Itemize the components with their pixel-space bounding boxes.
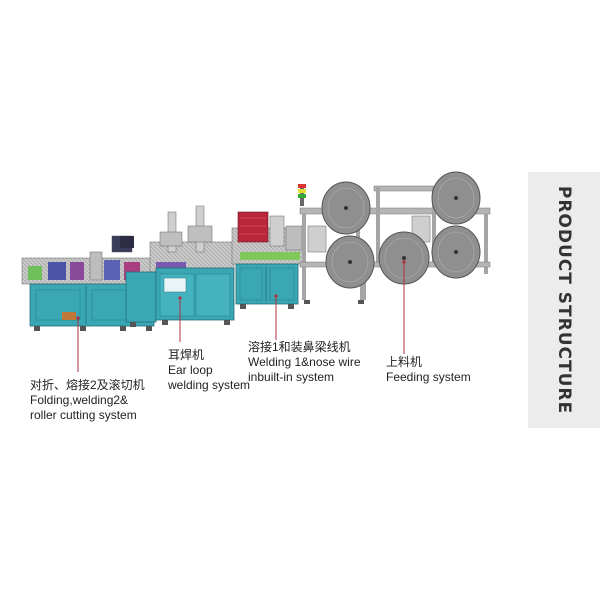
feeding-system-machine [298, 171, 491, 304]
pointer-dot [274, 294, 278, 298]
pointer-dot [76, 316, 80, 320]
side-banner [528, 172, 600, 428]
label-folding: 对折、熔接2及滚切机 Folding,welding2& roller cutt… [30, 378, 145, 423]
label-welding1: 溶接1和装鼻梁线机 Welding 1&nose wire inbuilt-in… [248, 340, 361, 385]
label-feeding-en-1: Feeding system [386, 370, 471, 384]
label-folding-en-2: roller cutting system [30, 408, 137, 422]
label-folding-en-1: Folding,welding2& [30, 393, 129, 407]
material-roll [431, 225, 481, 279]
pointer-dot [402, 260, 406, 264]
welding-nose-wire-machine [231, 211, 305, 309]
label-earloop-zh: 耳焊机 [168, 348, 205, 362]
pointer-lines [77, 262, 405, 372]
pointer-dot [178, 296, 182, 300]
label-feeding: 上料机 Feeding system [386, 355, 471, 385]
label-welding1-zh: 溶接1和装鼻梁线机 [248, 340, 351, 354]
label-feeding-zh: 上料机 [386, 355, 423, 369]
banner-title: PRODUCT STRUCTURE [554, 185, 574, 415]
label-welding1-en-1: Welding 1&nose wire [248, 355, 361, 369]
material-roll [321, 181, 371, 235]
label-earloop: 耳焊机 Ear loop welding system [168, 348, 250, 393]
material-roll [325, 235, 375, 289]
material-roll [431, 171, 481, 225]
label-welding1-en-2: inbuilt-in system [248, 370, 335, 384]
label-earloop-en-2: welding system [168, 378, 251, 392]
ear-loop-welding-machine [120, 205, 235, 327]
label-earloop-en-1: Ear loop [168, 363, 213, 377]
label-folding-zh: 对折、熔接2及滚切机 [30, 378, 145, 392]
